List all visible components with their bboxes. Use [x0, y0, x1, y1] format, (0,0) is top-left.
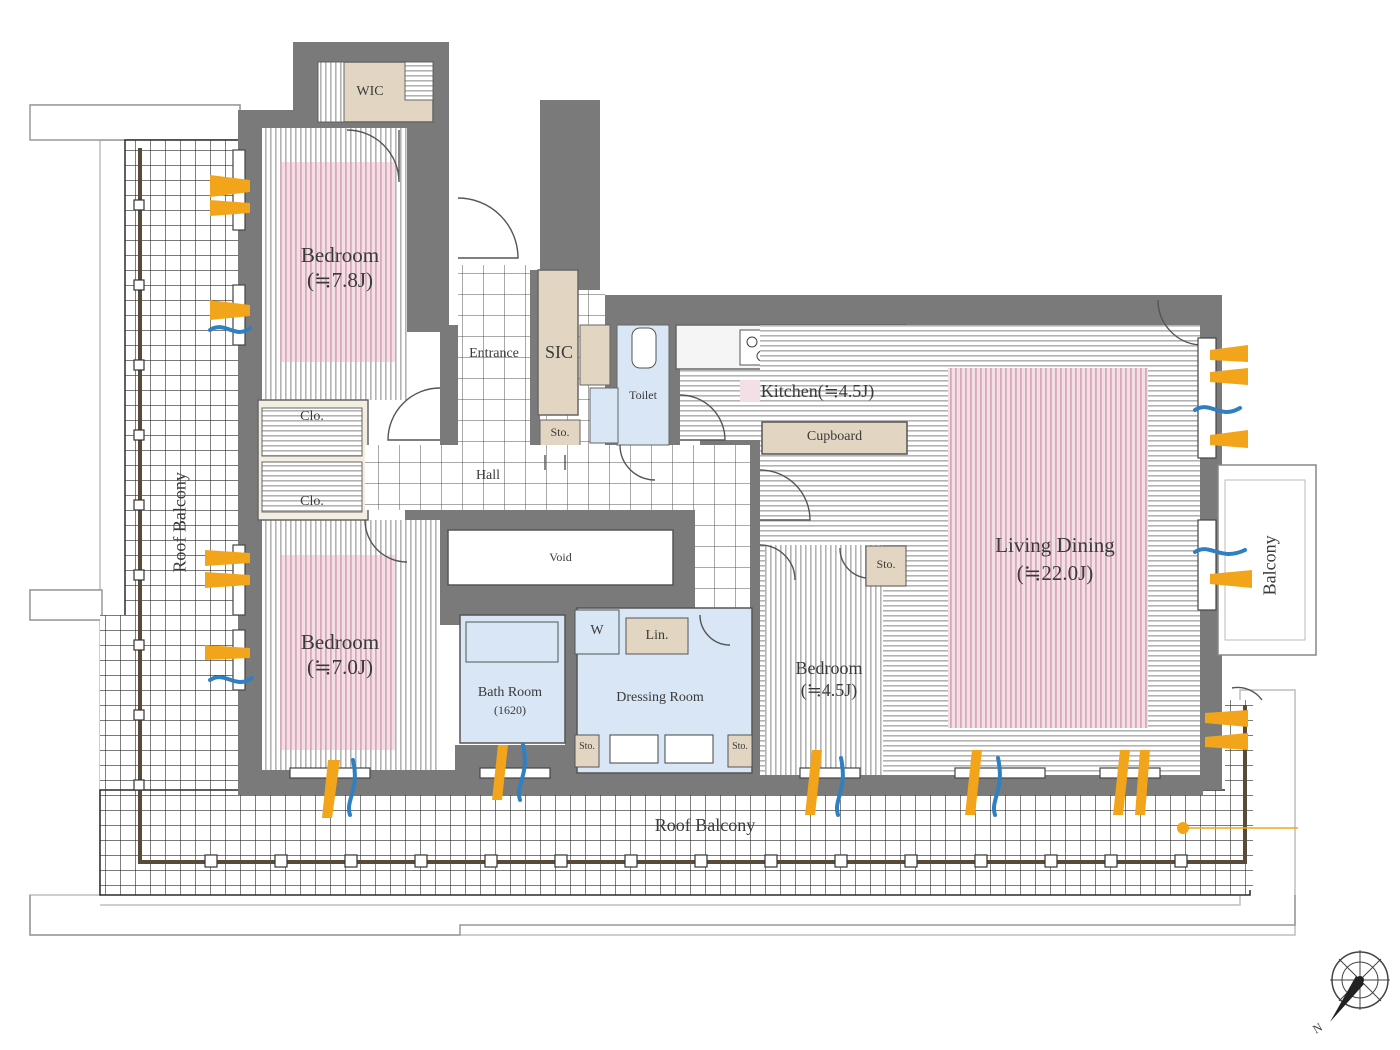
roof-balcony-left-label: Roof Balcony [169, 472, 190, 573]
toilet-label: Toilet [629, 388, 657, 402]
marker-pointer [1177, 822, 1298, 834]
bedroom-right-label: Bedroom [795, 658, 863, 678]
kitchen-label: Kitchen(≒4.5J) [760, 381, 875, 401]
sto-dress-left-label: Sto. [579, 741, 595, 752]
bedroom-left-label: Bedroom [300, 630, 380, 654]
entrance-label: Entrance [469, 346, 519, 361]
balcony-label: Balcony [1259, 535, 1280, 596]
w-label: W [590, 623, 604, 638]
cupboard-label: Cupboard [806, 429, 863, 444]
bedroom-top-label: Bedroom [300, 243, 380, 267]
roof-balcony-tiles [99, 139, 1253, 896]
living-dining-label: Living Dining [995, 533, 1115, 557]
floors [257, 61, 1317, 775]
orange-arrows [205, 175, 1252, 818]
wic-label: WIC [356, 84, 384, 99]
bedroom-left-size: (≒7.0J) [306, 655, 373, 679]
clo-upper-label: Clo. [300, 409, 324, 424]
living-dining-size: (≒22.0J) [1016, 561, 1094, 585]
bath-room-label: Bath Room [477, 685, 543, 700]
clo-lower-label: Clo. [300, 494, 324, 509]
compass-icon [1330, 950, 1390, 1022]
lin-label: Lin. [645, 628, 669, 643]
railing-posts [133, 199, 1188, 868]
sic-label: SIC [544, 342, 573, 362]
bedroom-right-size: (≒4.5J) [800, 680, 858, 700]
dressing-room-label: Dressing Room [616, 690, 704, 705]
bath-room-size: (1620) [494, 703, 526, 717]
roof-balcony-bottom-label: Roof Balcony [654, 815, 756, 835]
hall-label: Hall [475, 468, 501, 483]
bedroom-top-size: (≒7.8J) [306, 268, 373, 292]
door-swings [346, 129, 1263, 701]
sto-bedroom-label: Sto. [876, 557, 896, 571]
sto-entrance-label: Sto. [550, 425, 570, 439]
void-label: Void [549, 550, 572, 564]
blue-arrows [208, 325, 1247, 817]
sto-dress-right-label: Sto. [732, 741, 748, 752]
